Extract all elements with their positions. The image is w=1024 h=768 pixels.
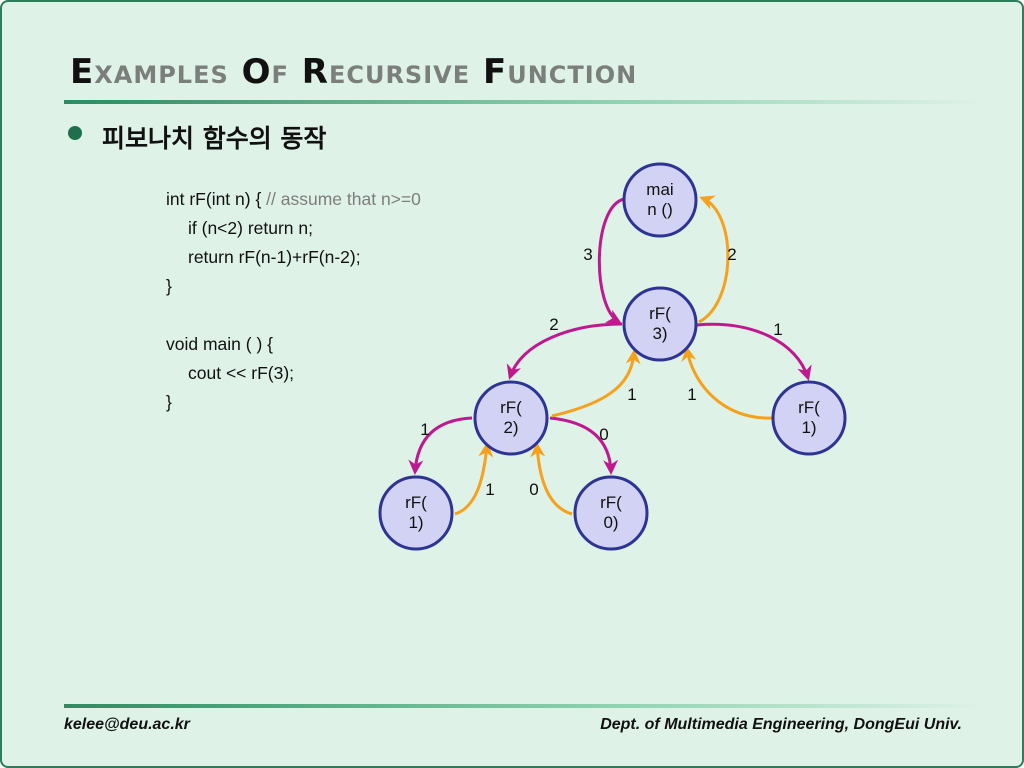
node-main-line1: mai (646, 180, 673, 199)
label-rf2-to-rf1: 1 (420, 420, 429, 439)
label-rf2-to-rf3: 1 (627, 385, 636, 404)
node-rf2-line2: 2) (503, 418, 518, 437)
node-main-line2: n () (647, 200, 673, 219)
code-line-1-text: int rF(int n) { (166, 189, 267, 209)
title-word-of: f (271, 52, 289, 92)
edge-rf2-to-rf0 (549, 416, 619, 475)
edge-rf1-left-to-rf2 (454, 442, 494, 516)
label-rf1-to-rf3: 1 (687, 385, 696, 404)
edge-rf3-to-main (698, 195, 730, 324)
code-line-3: return rF(n-1)+rF(n-2); (188, 247, 361, 267)
footer-email: kelee@deu.ac.kr (64, 716, 190, 733)
node-rf0: rF( 0) (573, 475, 649, 551)
title-word-examples: xamples (94, 52, 229, 92)
code-line-7: } (166, 392, 172, 412)
slide-title: Examples Of Recursive Function (70, 52, 637, 92)
node-rf2-line1: rF( (500, 398, 522, 417)
node-rf2: rF( 2) (473, 380, 549, 456)
title-cap-f: F (482, 52, 508, 92)
footer-department: Dept. of Multimedia Engineering, DongEui… (600, 716, 962, 733)
node-rf1-left-line2: 1) (408, 513, 423, 532)
node-rf0-line1: rF( (600, 493, 622, 512)
node-rf1-left-line1: rF( (405, 493, 427, 512)
node-rf1-right-line1: rF( (798, 398, 820, 417)
title-cap-o: O (241, 52, 272, 92)
node-rf1-right: rF( 1) (771, 380, 847, 456)
edge-rf3-to-rf1-right (696, 322, 812, 381)
code-comment: // assume that n>=0 (266, 189, 421, 209)
label-rf3-to-rf1: 1 (773, 320, 782, 339)
title-cap-r: R (301, 52, 329, 92)
edge-rf0-to-rf2 (530, 442, 573, 516)
title-word-recursive: ecursive (328, 52, 471, 92)
edge-main-to-rf3 (597, 197, 625, 324)
code-block: int rF(int n) { // assume that n>=0 if (n… (166, 185, 421, 417)
code-line-1: int rF(int n) { // assume that n>=0 (166, 185, 421, 214)
label-rf2-to-rf0: 0 (599, 425, 608, 444)
label-main-to-rf3: 3 (583, 245, 592, 264)
label-rf3-to-rf2: 2 (549, 315, 558, 334)
bullet-dot-icon (68, 126, 82, 140)
node-rf3: rF( 3) (622, 286, 698, 362)
label-rf0-to-rf2: 0 (529, 480, 538, 499)
title-cap-e: E (70, 52, 95, 92)
label-rf3-to-main: 2 (727, 245, 736, 264)
label-rf1-to-rf2: 1 (485, 480, 494, 499)
node-rf1-right-line2: 1) (801, 418, 816, 437)
code-line-2: if (n<2) return n; (188, 218, 313, 238)
edge-rf3-to-rf2 (506, 322, 623, 380)
node-rf3-line2: 3) (652, 324, 667, 343)
code-line-4: } (166, 276, 172, 296)
node-main: mai n () (622, 162, 698, 238)
node-rf0-line2: 0) (603, 513, 618, 532)
title-underline (64, 100, 986, 104)
edge-rf2-to-rf3 (551, 349, 641, 418)
title-word-function: unction (507, 52, 638, 92)
node-rf1-left: rF( 1) (378, 475, 454, 551)
code-line-6: cout << rF(3); (188, 363, 295, 383)
edge-rf1-right-to-rf3 (681, 346, 773, 420)
bullet-text: 피보나치 함수의 동작 (102, 124, 327, 153)
footer-rule (64, 704, 986, 708)
node-rf3-line1: rF( (649, 304, 671, 323)
edge-rf2-to-rf1-left (408, 416, 473, 475)
code-line-5: void main ( ) { (166, 334, 273, 354)
